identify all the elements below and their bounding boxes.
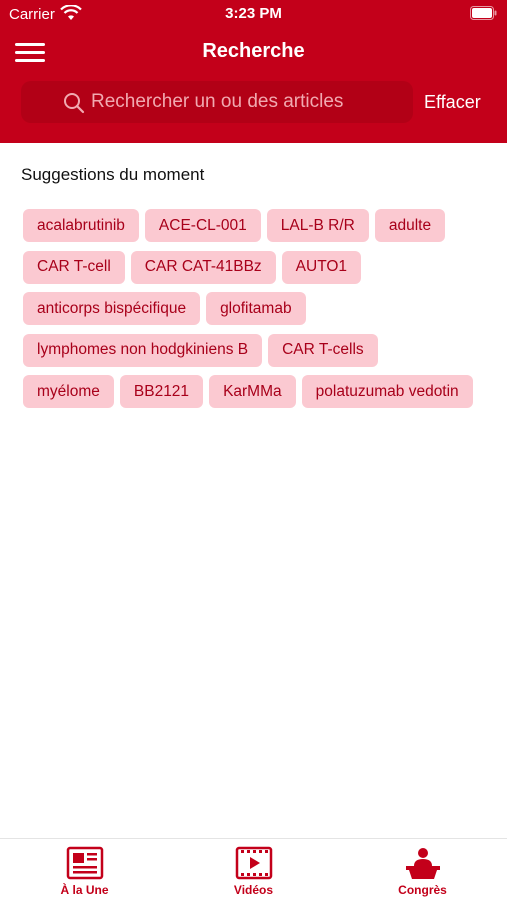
tab-videos[interactable]: Vidéos — [169, 839, 338, 900]
speaker-podium-icon — [406, 848, 440, 879]
suggestion-tag[interactable]: CAR T-cell — [23, 250, 125, 284]
page-title: Recherche — [202, 40, 305, 62]
tag-row: anticorps bispécifique glofitamab — [23, 292, 493, 325]
tag-row: lymphomes non hodgkiniens B CAR T-cells — [23, 333, 493, 367]
search-input[interactable] — [91, 81, 401, 123]
suggestion-tag[interactable]: CAR T-cells — [268, 333, 378, 367]
suggestion-tag[interactable]: polatuzumab vedotin — [301, 375, 473, 408]
suggestion-tag[interactable]: myélome — [23, 375, 114, 408]
suggestion-tag[interactable]: KarMMa — [209, 375, 296, 408]
suggestion-tag[interactable]: CAR CAT-41BBz — [130, 250, 276, 284]
tab-label: À la Une — [60, 883, 109, 897]
suggestion-tag[interactable]: BB2121 — [119, 375, 204, 408]
wifi-icon — [60, 5, 82, 20]
tag-row: CAR T-cell CAR CAT-41BBz AUTO1 — [23, 250, 493, 284]
suggestions-title: Suggestions du moment — [21, 165, 205, 184]
status-time: 3:23 PM — [225, 5, 282, 22]
tab-bar: À la Une Vidéos Congrès — [0, 838, 507, 900]
suggestion-tag[interactable]: LAL-B R/R — [266, 209, 369, 242]
tab-a-la-une[interactable]: À la Une — [0, 839, 169, 900]
suggestion-tag[interactable]: AUTO1 — [281, 250, 362, 284]
clear-button[interactable]: Effacer — [424, 92, 481, 112]
tab-label: Vidéos — [233, 883, 274, 897]
tab-congres[interactable]: Congrès — [338, 839, 507, 900]
top-header: Carrier 3:23 PM Recherche Effacer — [0, 0, 507, 143]
status-bar: Carrier 3:23 PM — [0, 0, 507, 30]
tag-row: acalabrutinib ACE-CL-001 LAL-B R/R adult… — [23, 209, 493, 242]
battery-icon — [470, 6, 497, 20]
suggestion-tag[interactable]: ACE-CL-001 — [144, 209, 261, 242]
suggestion-tag[interactable]: anticorps bispécifique — [23, 292, 201, 325]
suggestion-tag[interactable]: glofitamab — [206, 292, 306, 325]
suggestion-tag[interactable]: adulte — [374, 209, 446, 242]
tag-row: myélome BB2121 KarMMa polatuzumab vedoti… — [23, 375, 493, 408]
video-play-icon — [235, 846, 273, 880]
search-bar[interactable] — [21, 81, 413, 123]
carrier-label: Carrier — [9, 6, 55, 23]
tab-label: Congrès — [398, 883, 447, 897]
hamburger-menu-icon[interactable] — [15, 41, 47, 65]
newspaper-icon — [66, 846, 104, 880]
suggestion-tags: acalabrutinib ACE-CL-001 LAL-B R/R adult… — [23, 209, 493, 417]
search-icon — [64, 93, 85, 114]
suggestion-tag[interactable]: acalabrutinib — [23, 209, 139, 242]
suggestion-tag[interactable]: lymphomes non hodgkiniens B — [23, 333, 263, 367]
